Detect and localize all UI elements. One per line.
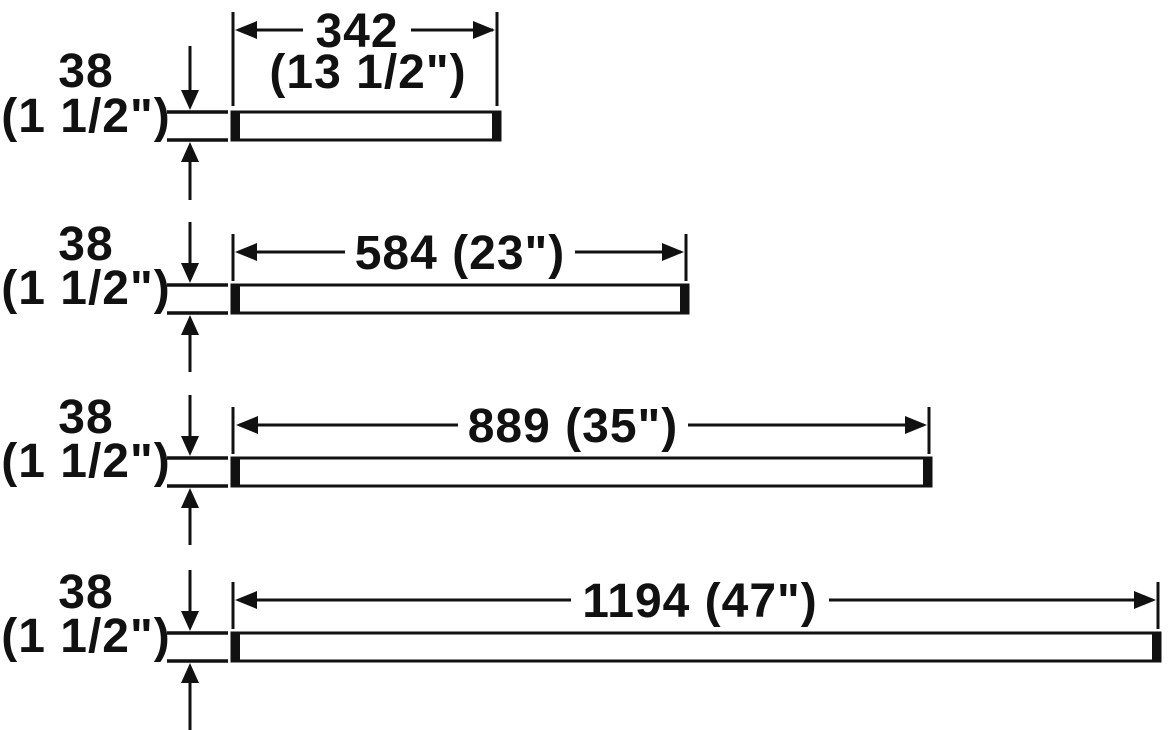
height-arrowhead-down-icon (181, 611, 199, 631)
length-label-inch: (13 1/2") (269, 46, 466, 99)
height-arrowhead-up-icon (181, 488, 199, 508)
rail-variant-1194: 1194 (47") 38 (1 1/2") (1, 566, 1162, 730)
rail-bar (230, 631, 1162, 663)
height-arrowhead-up-icon (181, 663, 199, 683)
length-label: 889 (35") (468, 400, 679, 453)
height-label-mm: 38 (58, 45, 113, 98)
rail-variant-584: 584 (23") 38 (1 1/2") (1, 218, 690, 372)
length-label: 1194 (47") (582, 575, 818, 628)
rail-bar (230, 110, 502, 142)
height-label-inch: (1 1/2") (1, 435, 170, 488)
arrowhead-right-icon (662, 243, 684, 261)
arrowhead-right-icon (1134, 591, 1156, 609)
height-arrowhead-down-icon (181, 90, 199, 110)
rail-variant-342: 342 (13 1/2") 38 (1 1/2") (1, 5, 502, 200)
height-arrowhead-down-icon (181, 436, 199, 456)
arrowhead-left-icon (235, 591, 257, 609)
arrowhead-right-icon (473, 21, 495, 39)
rail-variant-889: 889 (35") 38 (1 1/2") (1, 391, 933, 545)
height-label-inch: (1 1/2") (1, 90, 170, 143)
height-label-mm: 38 (58, 391, 113, 444)
arrowhead-left-icon (235, 243, 257, 261)
height-label-mm: 38 (58, 566, 113, 619)
length-label: 584 (23") (355, 227, 566, 280)
arrowhead-right-icon (905, 416, 927, 434)
length-label-mm: 342 (315, 5, 398, 58)
arrowhead-left-icon (236, 416, 258, 434)
height-label-inch: (1 1/2") (1, 262, 170, 315)
height-arrowhead-down-icon (181, 263, 199, 283)
rail-bar (230, 283, 690, 315)
height-label-mm: 38 (58, 218, 113, 271)
rail-bar (230, 456, 933, 488)
arrowhead-left-icon (235, 21, 257, 39)
height-arrowhead-up-icon (181, 315, 199, 335)
height-label-inch: (1 1/2") (1, 610, 170, 663)
height-arrowhead-up-icon (181, 142, 199, 162)
